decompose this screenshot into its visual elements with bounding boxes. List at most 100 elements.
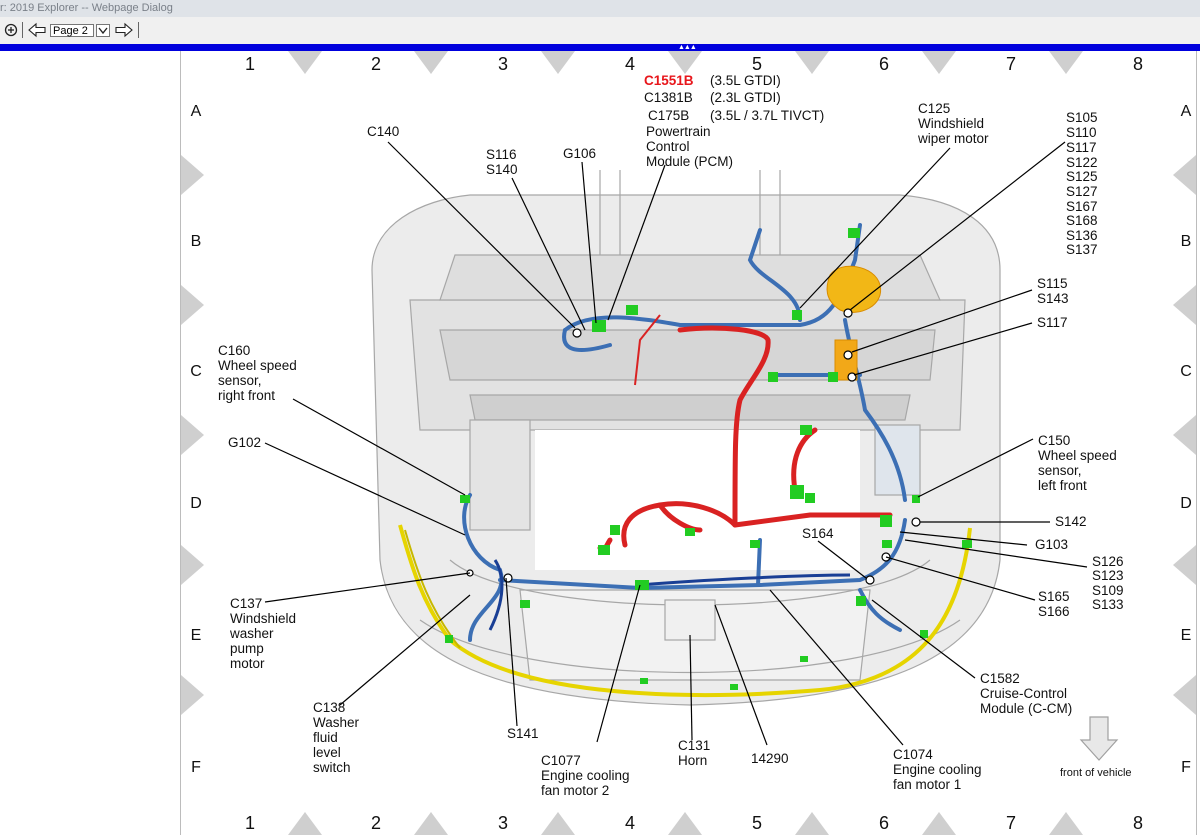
grid-row-label: F (1181, 759, 1191, 776)
diagram-element (885, 556, 1036, 601)
splice-s143: S143 (1037, 291, 1069, 306)
diagram-element (1173, 675, 1196, 715)
label-text: switch (313, 760, 351, 775)
splice-label: S125 (1066, 169, 1098, 184)
toolbar-separator (138, 22, 139, 38)
diagram-element (419, 619, 961, 674)
diagram-element (668, 812, 702, 835)
vehicle-illustration (371, 170, 1001, 706)
label-text: Washer (313, 715, 360, 730)
diagram-element (181, 415, 204, 455)
diagram-element (639, 573, 851, 587)
splice-label: S168 (1066, 213, 1098, 228)
grid-row-label: B (191, 233, 202, 250)
grid-col-label: 4 (625, 813, 635, 833)
diagram-element (414, 51, 448, 74)
grid-row-label: D (190, 495, 202, 512)
label-text: (2.3L GTDI) (710, 90, 781, 105)
label-text: washer (229, 626, 274, 641)
label-text: Windshield (230, 611, 296, 626)
connector-c150: C150 (1038, 433, 1070, 448)
splice-label: S105 (1066, 110, 1098, 125)
ground-g102: G102 (228, 435, 261, 450)
splice-label: S123 (1092, 568, 1124, 583)
diagram-element (498, 518, 907, 591)
diagram-element (730, 684, 738, 690)
diagram-element (640, 678, 648, 684)
splice-label: S137 (1066, 242, 1098, 257)
label-text: Wheel speed (218, 358, 297, 373)
diagram-element (445, 635, 453, 643)
page-select-value: Page 2 (53, 25, 88, 37)
diagram-element (795, 812, 829, 835)
arrow-right-icon[interactable] (114, 22, 134, 38)
collapse-up-icon[interactable]: ▲▲▲ (678, 44, 697, 51)
label-text: (3.5L GTDI) (710, 73, 781, 88)
diagram-element (828, 372, 838, 382)
label-text: sensor, (218, 373, 262, 388)
diagram-element (677, 325, 771, 528)
connector-c1381b: C1381B (644, 90, 693, 105)
yellow-harness (398, 524, 972, 697)
splice-label: S127 (1066, 184, 1098, 199)
label-text: motor (230, 656, 265, 671)
diagram-element (1173, 285, 1196, 325)
diagram-element (264, 442, 466, 536)
diagram-element (1173, 415, 1196, 455)
splice-s164: S164 (802, 526, 834, 541)
diagram-element (292, 398, 466, 496)
diagram-element (843, 350, 853, 360)
diagram-element (790, 485, 804, 499)
arrow-left-icon[interactable] (27, 22, 47, 38)
grid-row-label: A (191, 103, 202, 120)
grid-col-label: 2 (371, 813, 381, 833)
label-text: Module (PCM) (646, 154, 733, 169)
splice-s141: S141 (507, 726, 539, 741)
grid-col-label: 8 (1133, 813, 1143, 833)
diagram-element (599, 170, 781, 255)
grid-col-label: 7 (1006, 813, 1016, 833)
diagram-element (689, 634, 693, 741)
diagram-element (505, 577, 518, 727)
diagram-element (264, 572, 471, 603)
splice-s116: S116 (486, 147, 517, 162)
diagram-element (596, 584, 641, 743)
label-14290: 14290 (751, 751, 789, 766)
diagram-element (800, 425, 812, 435)
splice-s140: S140 (486, 162, 518, 177)
diagram-element (562, 328, 612, 352)
page-select[interactable]: Page 2 (50, 24, 94, 37)
label-text: fan motor 1 (893, 777, 961, 792)
splice-label: S167 (1066, 199, 1098, 214)
window-title: r: 2019 Explorer -- Webpage Dialog (0, 2, 173, 14)
diagram-element (626, 305, 638, 315)
diagram-element (882, 540, 892, 548)
diagram-element (607, 164, 666, 321)
connector-c131: C131 (678, 738, 710, 753)
diagram-element (469, 419, 531, 531)
label-text: Engine cooling (541, 768, 630, 783)
grid-markers (181, 51, 1196, 835)
grid-col-label: 3 (498, 813, 508, 833)
diagram-element (917, 438, 1034, 498)
chevron-down-icon[interactable] (96, 24, 110, 37)
diagram-element (1049, 812, 1083, 835)
grid-row-label: D (1180, 495, 1192, 512)
label-text: Horn (678, 753, 707, 768)
diagram-element (799, 147, 951, 309)
grid-col-label: 6 (879, 54, 889, 74)
splice-s115: S115 (1037, 276, 1068, 291)
diagram-element (856, 596, 866, 606)
red-harness (597, 325, 893, 553)
connector-c175b: C175B (648, 108, 689, 123)
plus-circle-icon[interactable] (4, 22, 18, 38)
grid-row-label: C (190, 363, 202, 380)
diagram-element (685, 528, 695, 536)
diagram-element (805, 493, 815, 503)
splice-label: S109 (1092, 583, 1124, 598)
label-text: Control (646, 139, 690, 154)
diagram-element (1173, 155, 1196, 195)
splice-label: S117 (1066, 140, 1097, 155)
grid-col-label: 7 (1006, 54, 1016, 74)
